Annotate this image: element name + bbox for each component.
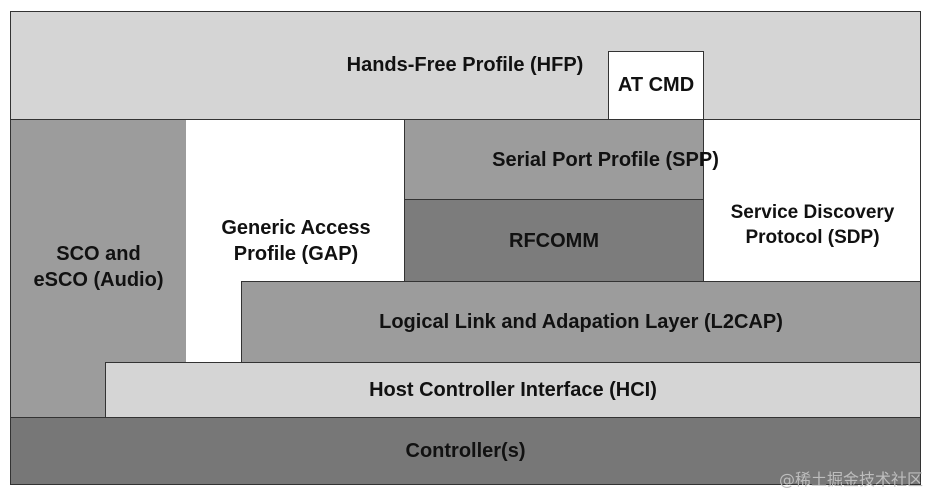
hci-label: Host Controller Interface (HCI) bbox=[369, 379, 657, 401]
rfcomm-label: RFCOMM bbox=[509, 230, 599, 252]
hfp-block bbox=[10, 11, 921, 120]
sdp-label: Service Discovery Protocol (SDP) bbox=[730, 202, 895, 248]
sco-label: SCO and eSCO (Audio) bbox=[33, 243, 164, 291]
at-cmd-label: AT CMD bbox=[617, 74, 695, 96]
controller-label: Controller(s) bbox=[405, 440, 526, 462]
rfcomm-block bbox=[404, 199, 704, 282]
sdp-block bbox=[703, 119, 921, 282]
l2cap-label: Logical Link and Adapation Layer (L2CAP) bbox=[379, 311, 783, 333]
hfp-label: Hands-Free Profile (HFP) bbox=[346, 54, 584, 76]
gap-label: Generic Access Profile (GAP) bbox=[221, 217, 371, 265]
spp-label: Serial Port Profile (SPP) bbox=[492, 149, 719, 171]
watermark: @稀土掘金技术社区 bbox=[778, 470, 923, 489]
at-cmd-block bbox=[608, 51, 704, 120]
controller-block bbox=[10, 417, 921, 485]
l2cap-block bbox=[241, 281, 921, 363]
hci-block bbox=[105, 362, 921, 418]
